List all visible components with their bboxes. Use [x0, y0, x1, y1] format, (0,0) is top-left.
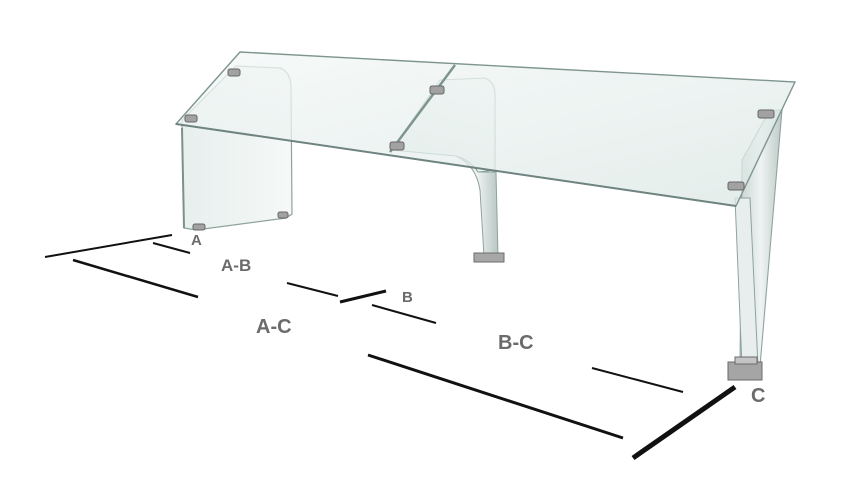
point-c-label: C: [751, 385, 766, 407]
shelf-front-edge: [175, 123, 737, 207]
bracket-middle-bottom: [389, 141, 405, 151]
dim-line-b-diagonal: [339, 289, 387, 304]
dim-line-b-right: [371, 304, 437, 324]
dim-line-ac-left: [72, 258, 199, 299]
right-post-foot: [727, 361, 763, 381]
bracket-left-bottom: [184, 114, 198, 123]
right-post-foot-top: [734, 356, 758, 365]
mounting-brackets: [184, 68, 775, 231]
point-a-label: A: [191, 232, 202, 249]
shelf-seam: [388, 64, 457, 153]
middle-post-foot: [473, 252, 505, 263]
dim-line-bc-right: [591, 367, 684, 393]
span-ab-label: A-B: [221, 256, 252, 275]
left-panel-front-edge: [181, 127, 185, 229]
bracket-middle-top: [429, 85, 445, 95]
foot-left-panel-rear: [277, 211, 289, 219]
dim-line-a-left: [44, 234, 173, 258]
foot-left-panel: [192, 223, 206, 231]
span-ac-label: A-C: [256, 316, 292, 338]
dim-line-c-diagonal: [631, 384, 737, 461]
bracket-right-top: [757, 109, 775, 119]
dimension-lines: [44, 234, 737, 461]
point-b-label: B: [402, 289, 413, 306]
dim-line-ab-right: [286, 282, 339, 297]
bracket-left-top: [227, 68, 241, 77]
bracket-right-bottom: [727, 181, 745, 191]
dim-line-ac-right: [367, 353, 624, 440]
span-bc-label: B-C: [498, 332, 534, 354]
dim-line-a-tick: [152, 242, 191, 254]
